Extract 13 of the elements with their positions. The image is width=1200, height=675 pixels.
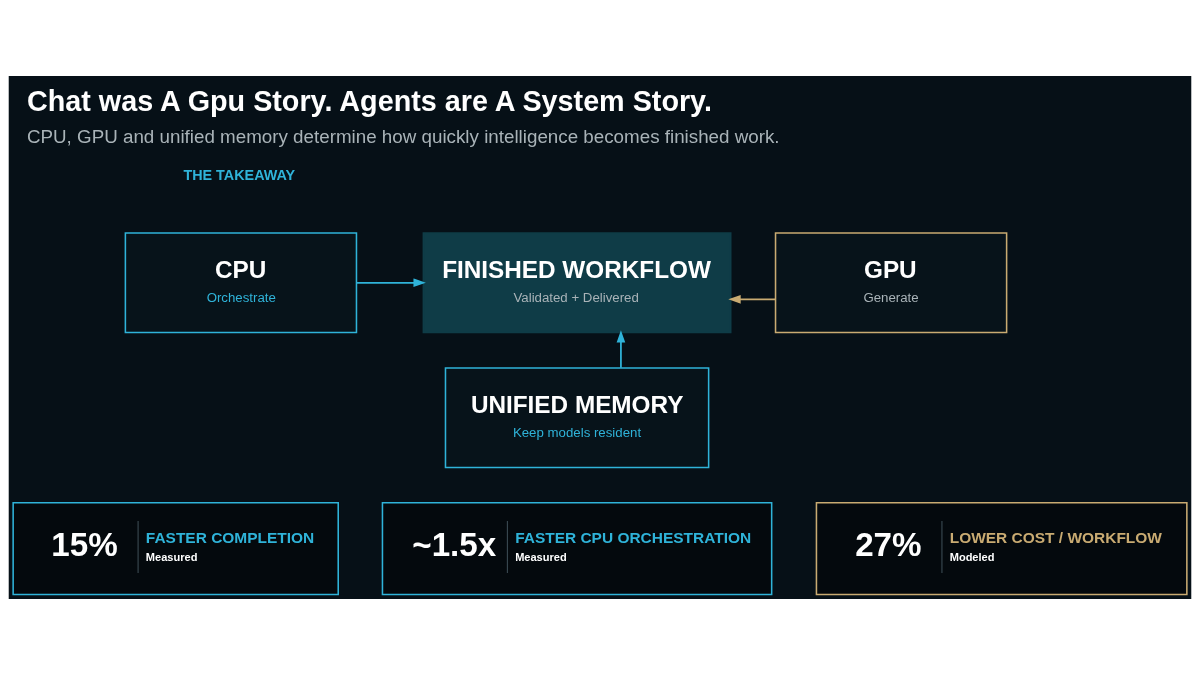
arrow	[355, 278, 426, 288]
arrow	[616, 330, 626, 369]
node-box: 27% LOWER COST / WORKFLOW Modeled	[815, 502, 1188, 596]
diagram-title: Chat was A Gpu Story. Agents are A System Story.	[26, 85, 712, 118]
node-box: GPU Generate	[774, 232, 1008, 334]
node-box: CPU Orchestrate	[124, 232, 358, 334]
node-box: ~1.5x FASTER CPU ORCHESTRATION Measured	[381, 502, 773, 596]
caption: CPU, GPU and unified memory determine how quickly intelligence becomes finished work.	[26, 126, 780, 148]
node-box: 15% FASTER COMPLETION Measured	[12, 502, 339, 596]
label: THE TAKEAWAY	[183, 167, 296, 184]
arrow	[728, 295, 777, 304]
node-box: UNIFIED MEMORY Keep models resident	[444, 367, 710, 469]
node-box: FINISHED WORKFLOW Validated + Delivered	[422, 232, 732, 334]
